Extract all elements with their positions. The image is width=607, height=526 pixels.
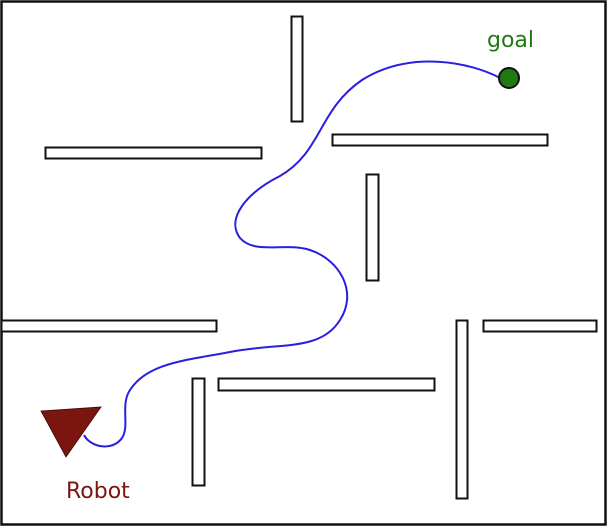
goal-marker (498, 67, 520, 89)
wall-center-vertical (365, 173, 380, 282)
goal-label: goal (487, 28, 534, 53)
robot-label: Robot (66, 479, 130, 504)
robot-marker (40, 406, 102, 458)
wall-upper-left-horizontal (44, 146, 263, 160)
wall-upper-right-horizontal (331, 133, 549, 147)
wall-right-short-horizontal (482, 319, 598, 333)
wall-lower-horizontal (217, 377, 436, 392)
wall-lower-vertical (191, 377, 206, 487)
wall-middle-left-horizontal (0, 319, 218, 333)
planned-path (83, 60, 501, 448)
wall-right-vertical (455, 319, 469, 500)
wall-top-vertical (290, 15, 304, 123)
